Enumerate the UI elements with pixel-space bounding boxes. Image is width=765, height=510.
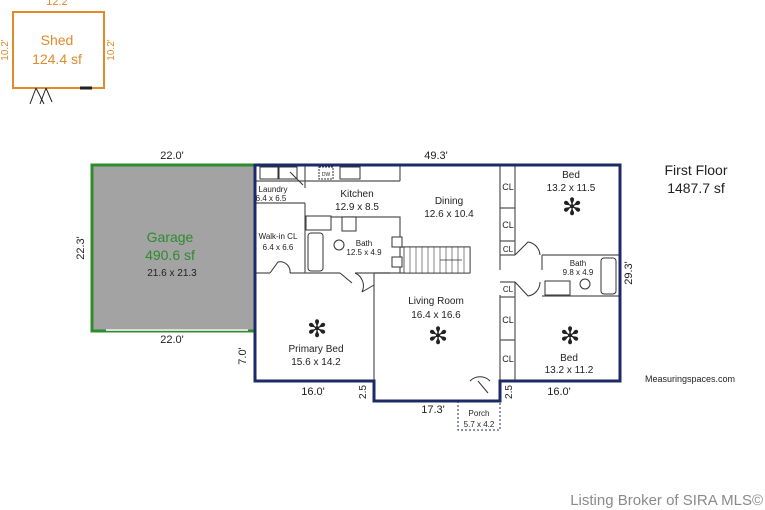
garage-dim-bottom: 22.0' (160, 334, 184, 346)
primary-bed-name: Primary Bed (288, 344, 343, 355)
ceiling-fans: ✻ ✻ ✻ ✻ (307, 194, 582, 350)
shed-dim-right: 10.2' (106, 39, 117, 60)
bath2-name: Bath (570, 259, 586, 268)
room-labels: Laundry 6.4 x 6.5 Kitchen 12.9 x 8.5 Din… (256, 170, 596, 429)
floor-area: 1487.7 sf (667, 180, 725, 196)
ceiling-fan-icon: ✻ (307, 316, 327, 343)
porch-size: 5.7 x 4.2 (464, 420, 495, 429)
closet-label: CL (502, 182, 514, 192)
dim-step-left: 2.5 (358, 385, 369, 399)
laundry-size: 6.4 x 6.5 (256, 194, 287, 203)
bath1-size: 12.5 x 4.9 (346, 248, 382, 257)
sink-icon (339, 166, 361, 180)
shed-door-icon (29, 87, 53, 105)
bed3-name: Bed (560, 353, 578, 364)
garage-dim-top: 22.0' (160, 150, 184, 162)
bath2-size: 9.8 x 4.9 (563, 268, 594, 277)
bed3-size: 13.2 x 11.2 (545, 365, 594, 376)
bath1-name: Bath (356, 239, 372, 248)
porch-outline (457, 400, 501, 431)
dim-left-lower: 7.0' (237, 347, 249, 364)
sink-icon (391, 256, 403, 268)
laundry-name: Laundry (259, 185, 288, 194)
garage: Garage 490.6 sf 21.6 x 21.3 22.0' 22.0' … (75, 150, 257, 346)
dishwasher-label: DW (322, 172, 331, 178)
bed2-name: Bed (562, 170, 580, 181)
doors (269, 171, 541, 394)
closet-label: CL (503, 245, 514, 254)
shed-outline (12, 11, 105, 89)
garage-name: Garage (147, 229, 194, 245)
walkin-name: Walk-in CL (259, 232, 298, 241)
dining-name: Dining (435, 196, 463, 207)
dim-top: 49.3' (424, 150, 448, 162)
garage-area: 490.6 sf (145, 247, 195, 263)
kitchen-name: Kitchen (340, 189, 373, 200)
watermark: Measuringspaces.com (645, 374, 735, 384)
fixtures: DW (259, 166, 617, 296)
walkin-size: 6.4 x 6.6 (263, 243, 294, 252)
dishwasher-icon (318, 166, 334, 180)
dim-bottom-left: 16.0' (301, 386, 325, 398)
floor-title: First Floor (665, 162, 728, 178)
closet-label: CL (502, 220, 514, 230)
sink-icon (391, 236, 403, 248)
shed-name: Shed (41, 32, 74, 48)
dim-bottom-right: 16.0' (547, 386, 571, 398)
ceiling-fan-icon: ✻ (562, 194, 582, 221)
dim-bottom-mid: 17.3' (421, 404, 445, 416)
living-room-name: Living Room (408, 296, 464, 307)
shed-dim-top: 12.2 (46, 0, 67, 8)
bathtub-icon (307, 232, 324, 272)
ceiling-fan-icon: ✻ (428, 323, 448, 350)
living-room-size: 16.4 x 16.6 (411, 310, 461, 321)
closet-label: CL (503, 285, 514, 294)
ceiling-fan-icon: ✻ (560, 323, 580, 350)
dimensions: 49.3' 29.3' 7.0' 16.0' 2.5 17.3' 2.5 16.… (237, 150, 635, 416)
stairs (403, 246, 471, 274)
primary-bed-size: 15.6 x 14.2 (291, 357, 341, 368)
dryer-icon (278, 166, 298, 180)
washer-icon (259, 166, 279, 180)
bathtub-icon (600, 257, 617, 295)
dim-right: 29.3' (623, 261, 635, 285)
shed-area: 124.4 sf (32, 51, 82, 67)
stove-icon (341, 216, 357, 232)
dim-step-right: 2.5 (504, 385, 515, 399)
shed-dim-left: 10.2' (0, 39, 11, 60)
closet-labels: CL CL CL CL CL CL (502, 182, 514, 364)
closet-label: CL (502, 354, 514, 364)
toilet-icon (579, 278, 591, 290)
vanity-icon (544, 280, 571, 296)
toilet-icon (333, 239, 345, 251)
fridge-icon (305, 215, 332, 231)
bed2-size: 13.2 x 11.5 (547, 183, 596, 194)
shed: 12.2 10.2' 10.2' Shed 124.4 sf (0, 0, 117, 105)
garage-size: 21.6 x 21.3 (147, 268, 197, 279)
garage-dim-left: 22.3' (75, 236, 87, 260)
closet-label: CL (502, 315, 514, 325)
dining-size: 12.6 x 10.4 (424, 209, 474, 220)
listing-credit: Listing Broker of SIRA MLS© (570, 492, 763, 509)
porch-name: Porch (469, 409, 490, 418)
kitchen-size: 12.9 x 8.5 (335, 202, 379, 213)
